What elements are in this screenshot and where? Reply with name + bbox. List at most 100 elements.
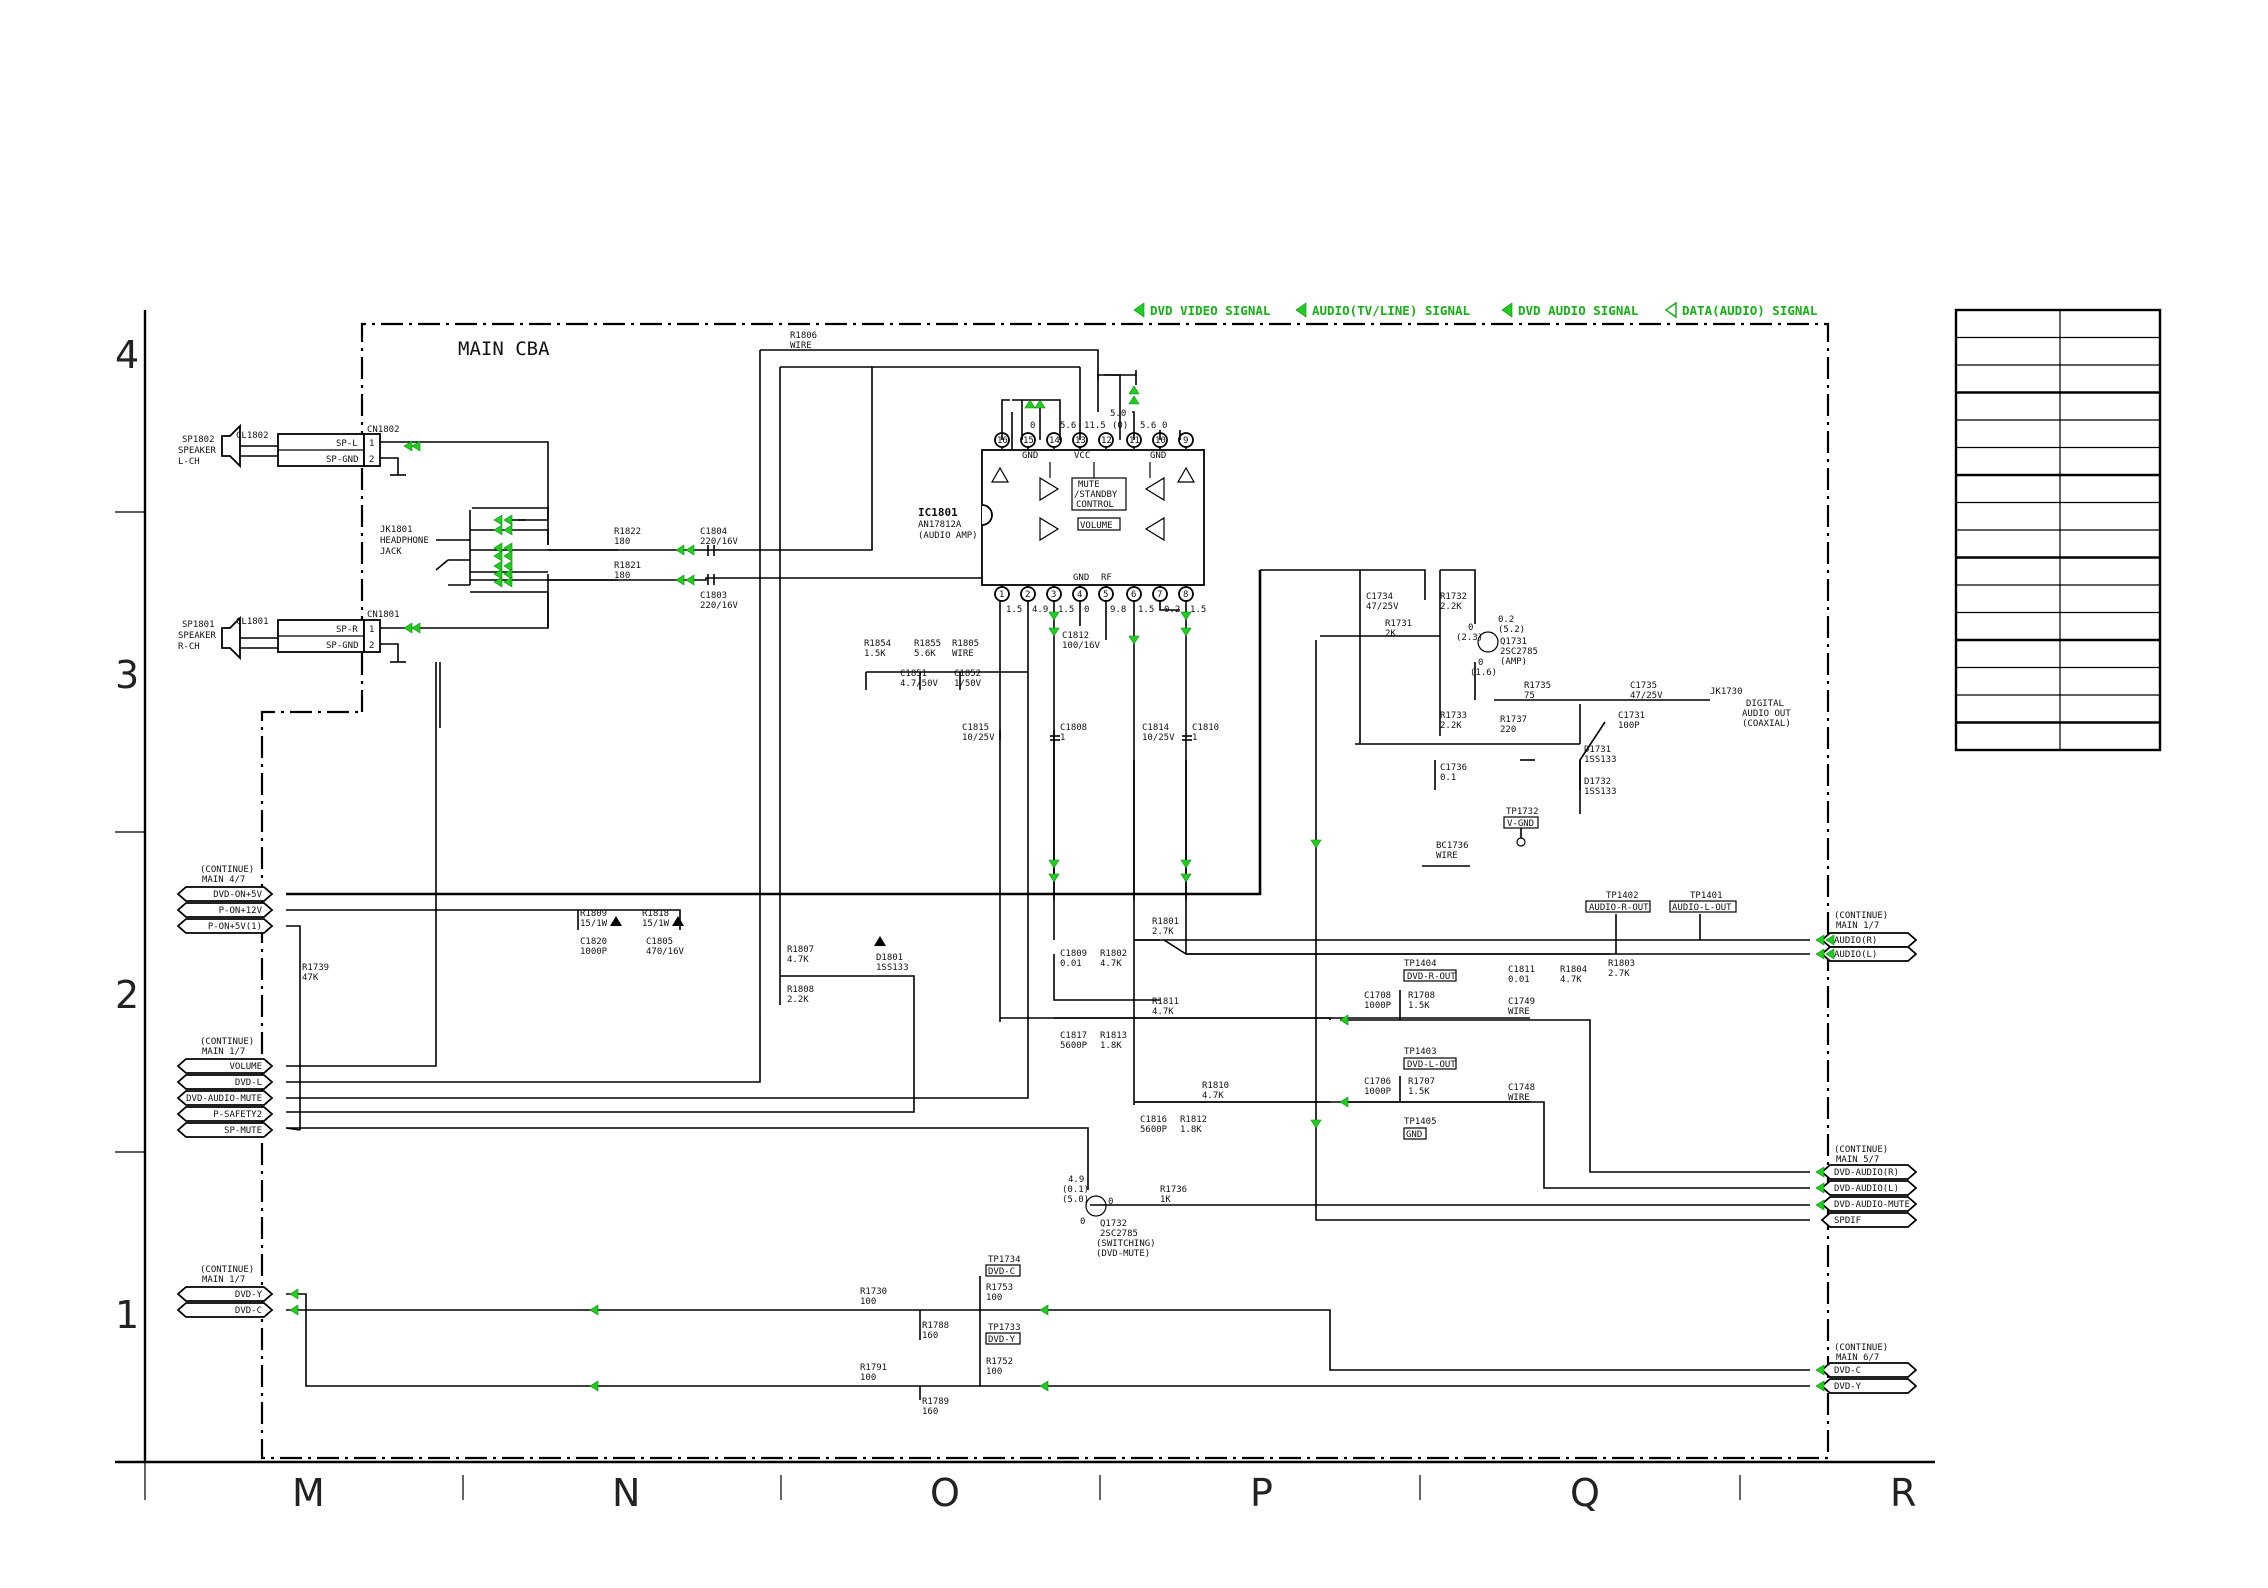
c1809-ref: C1809 [1060, 949, 1087, 959]
left-g2-main: MAIN 1/7 [202, 1047, 245, 1057]
r1822-val: 180 [614, 537, 630, 547]
col-label-r: R [1890, 1471, 1916, 1515]
offpage-connector-label: AUDIO(R) [1834, 936, 1877, 946]
cl1802-ref: CL1802 [236, 431, 269, 441]
signal-flow-arrow [1815, 1380, 1825, 1392]
signal-flow-arrow [1815, 1364, 1825, 1376]
bc1736-ref: BC1736 [1436, 841, 1469, 851]
ic1801: IC1801 AN17812A (AUDIO AMP) GND VCC GND … [918, 449, 1205, 586]
bc1736-val: WIRE [1436, 851, 1458, 861]
offpage-connector-label: AUDIO(L) [1834, 950, 1877, 960]
legend-dvd-audio: DVD AUDIO SIGNAL [1518, 303, 1639, 318]
legend-data-audio: DATA(AUDIO) SIGNAL [1682, 303, 1818, 318]
offpage-connector [1820, 1212, 1918, 1228]
signal-flow-arrow [1180, 859, 1192, 869]
signal-flow-arrow [289, 1304, 299, 1316]
q1732-desc2: (DVD-MUTE) [1096, 1249, 1150, 1259]
ic1801-gnd-bot: GND [1073, 573, 1089, 583]
ic-pin-top-number: 9 [1183, 436, 1188, 446]
r1791-val: 100 [860, 1373, 876, 1383]
r1818-ref: R1818 [642, 909, 669, 919]
r1801-val: 2.7K [1152, 927, 1174, 937]
q1731-v4: (2.3) [1456, 633, 1483, 643]
c1815-val: 10/25V [962, 733, 995, 743]
signal-flow-arrow [675, 544, 685, 556]
c1803-ref: C1803 [700, 591, 727, 601]
r1730-ref: R1730 [860, 1287, 887, 1297]
d1801-ref: D1801 [876, 953, 903, 963]
r1736-ref: R1736 [1160, 1185, 1187, 1195]
signal-flow-arrow [1825, 948, 1835, 960]
tp1402-val: AUDIO-R-OUT [1589, 903, 1649, 913]
col-label-m: M [292, 1471, 325, 1515]
r1805-val: WIRE [952, 649, 974, 659]
d1801-val: 1SS133 [876, 963, 909, 973]
r1854-val: 1.5K [864, 649, 886, 659]
tp1733-val: DVD-Y [988, 1335, 1016, 1345]
tp1405-val: GND [1406, 1130, 1422, 1140]
tp1734-ref: TP1734 [988, 1255, 1021, 1265]
ic-pin-bottom-voltage: 4.9 [1032, 605, 1048, 615]
jk1801-desc2: JACK [380, 547, 402, 557]
c1736-ref: C1736 [1440, 763, 1467, 773]
c1810-ref: C1810 [1192, 723, 1219, 733]
offpage-connector [1820, 1362, 1918, 1378]
r1737-val: 220 [1500, 725, 1516, 735]
c1820-val: 1000P [580, 947, 608, 957]
cn1802-pin2-num: 2 [369, 455, 374, 465]
tp1402-ref: TP1402 [1606, 891, 1639, 901]
signal-flow-arrow [503, 568, 513, 580]
offpage-connector-label: DVD-L [235, 1078, 262, 1088]
r1810-ref: R1810 [1202, 1081, 1229, 1091]
side-table [1954, 308, 2162, 752]
signal-flow-arrow [1815, 948, 1825, 960]
r1707-ref: R1707 [1408, 1077, 1435, 1087]
ic1801-ref: IC1801 [918, 506, 958, 519]
offpage-connector [176, 1122, 274, 1138]
row-label-3: 3 [115, 653, 139, 697]
r1731-ref: R1731 [1385, 619, 1412, 629]
cn1802-pin1-num: 1 [369, 439, 374, 449]
cn1802-pin2-label: SP-GND [326, 455, 359, 465]
signal-flow-arrow [1024, 399, 1036, 409]
col-label-p: P [1250, 1471, 1273, 1515]
r1818-val: 15/1W [642, 919, 670, 929]
cn1801-pin2-num: 2 [369, 641, 374, 651]
r1813-ref: R1813 [1100, 1031, 1127, 1041]
c1851-ref: C1851 [900, 669, 927, 679]
signal-flow-arrow [493, 524, 503, 536]
c1735-val: 47/25V [1630, 691, 1663, 701]
q1732-v1: 4.9 [1068, 1175, 1084, 1185]
r1731-val: 2K [1385, 629, 1396, 639]
tp1404-ref: TP1404 [1404, 959, 1437, 969]
signal-flow-arrow [1048, 611, 1060, 621]
c1810-val: 1 [1192, 733, 1197, 743]
r1708-ref: R1708 [1408, 991, 1435, 1001]
ic-pin-bottom-voltage: 1.5 [1138, 605, 1154, 615]
c1804-ref: C1804 [700, 527, 727, 537]
sp1801-desc1: SPEAKER [178, 631, 217, 641]
ic1801-volume: VOLUME [1080, 521, 1113, 531]
right-g1-main: MAIN 1/7 [1836, 921, 1879, 931]
ic-pin-top-number: 11 [1129, 436, 1140, 446]
c1820-ref: C1820 [580, 937, 607, 947]
signal-flow-arrow [503, 514, 513, 526]
q1731-v3: 0 [1468, 623, 1473, 633]
ic-pin-bottom-voltage: 9.8 [1110, 605, 1126, 615]
signal-flow-arrow [1039, 1304, 1049, 1316]
signal-flow-arrow [1180, 627, 1192, 637]
r1821-val: 180 [614, 571, 630, 581]
offpage-connector [1820, 1196, 1918, 1212]
ic1801-standby: /STANDBY [1074, 490, 1118, 500]
cn1801-pin2-label: SP-GND [326, 641, 359, 651]
col-label-o: O [930, 1471, 960, 1515]
ic-pin-bottom-number: 7 [1157, 590, 1162, 600]
ic-pin-top-number: 13 [1075, 436, 1086, 446]
offpage-connector [176, 918, 274, 934]
offpage-connector-label: DVD-AUDIO-MUTE [186, 1094, 262, 1104]
ic-pin-top [1020, 432, 1036, 448]
tp1403-val: DVD-L-OUT [1407, 1060, 1456, 1070]
signal-flow-arrow [503, 560, 513, 572]
offpage-connector-label: DVD-C [235, 1306, 262, 1316]
ic-pin-top-voltage: 5.6 [1140, 421, 1156, 431]
